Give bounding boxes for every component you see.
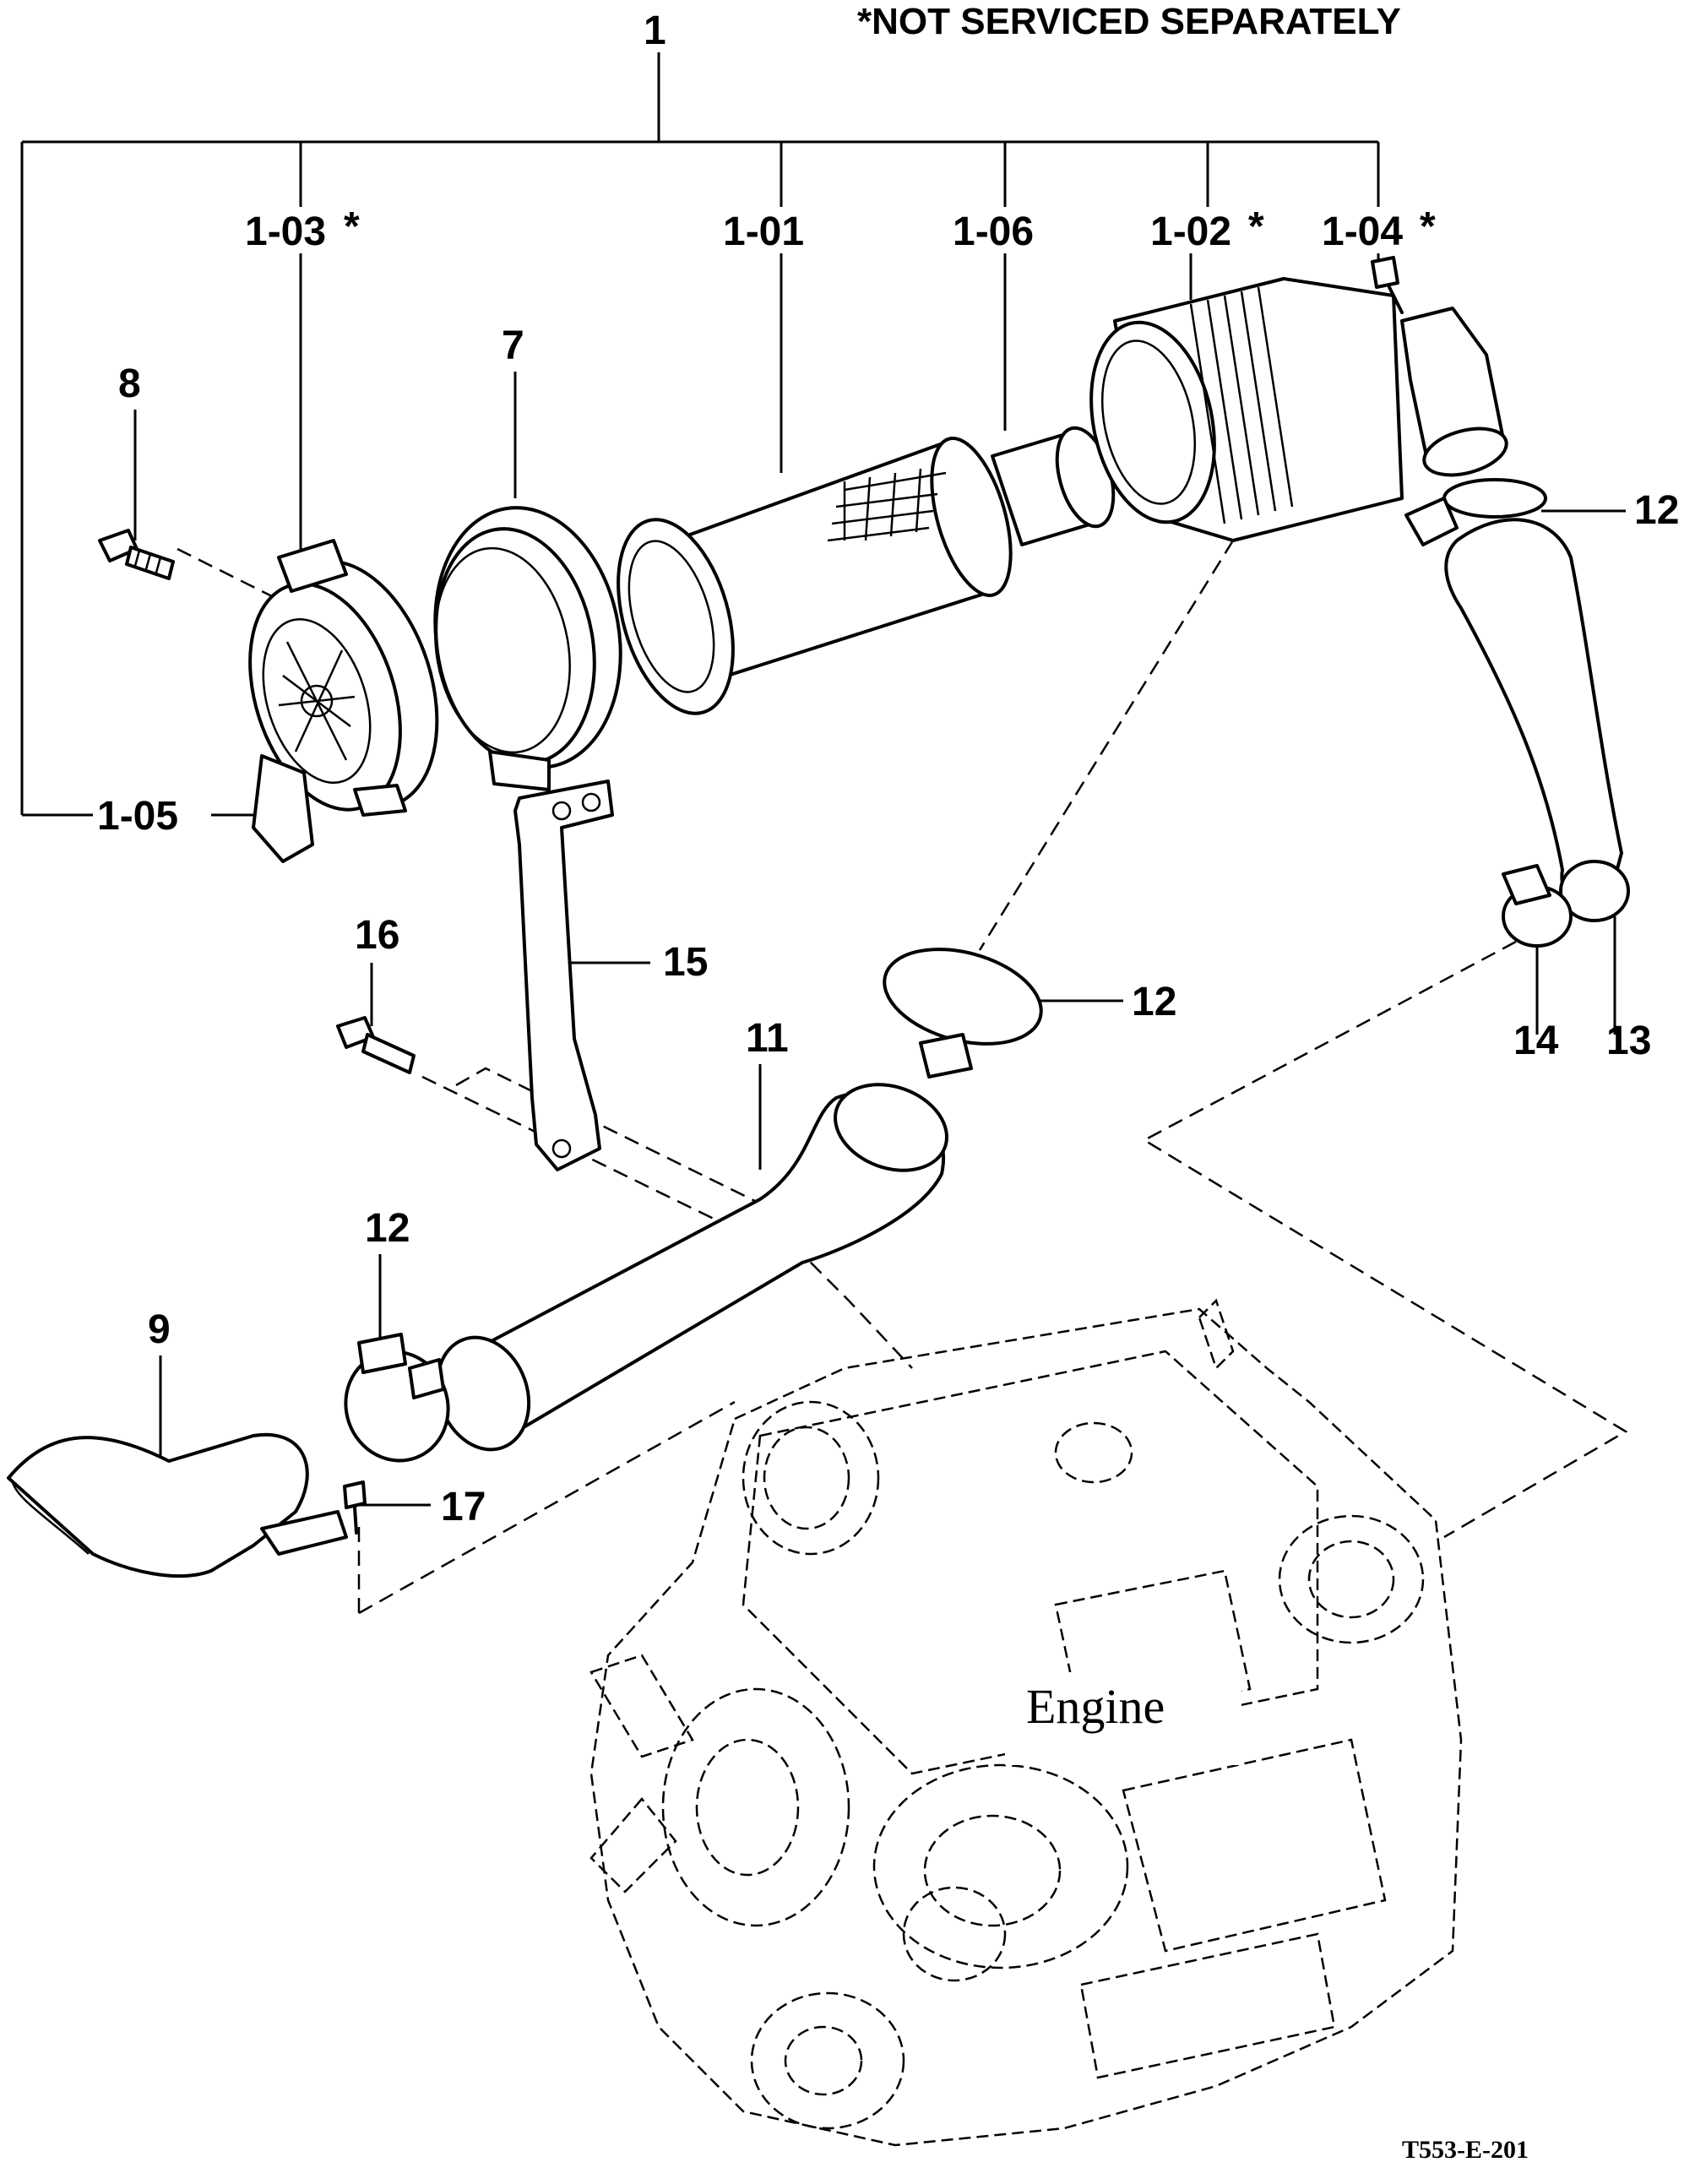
leader-lines [133, 253, 1626, 1507]
callout-1-06: 1-06 [953, 209, 1034, 254]
callout-1-05: 1-05 [97, 794, 178, 839]
end-cover-1-03 [248, 539, 439, 863]
outlet-elbow-1-04 [1400, 307, 1508, 477]
hose-clamp-14 [1502, 864, 1573, 948]
callout-12-lower-left: 12 [365, 1206, 410, 1251]
callout-1: 1 [644, 8, 666, 53]
callout-13: 13 [1606, 1019, 1651, 1063]
star-1-03: * [344, 204, 360, 249]
intake-duct-9 [7, 1432, 348, 1578]
callout-16: 16 [355, 913, 399, 958]
callout-7: 7 [502, 323, 524, 368]
callout-1-02: 1-02 [1150, 209, 1231, 254]
bolt-16 [336, 1016, 416, 1074]
engine-label: Engine [1026, 1679, 1165, 1734]
callout-1-01: 1-01 [723, 209, 804, 254]
hose-clamp-12-middle [883, 948, 1043, 1078]
callout-1-04: 1-04 [1322, 209, 1403, 254]
callout-12-middle: 12 [1132, 980, 1176, 1024]
callout-12-top-right: 12 [1634, 488, 1679, 533]
intake-pipe-11 [435, 1083, 948, 1452]
callout-15: 15 [663, 940, 708, 985]
drawing-code: T553-E-201 [1402, 2136, 1529, 2164]
star-1-04: * [1420, 204, 1436, 249]
band-clamp-7 [433, 506, 622, 791]
hose-13 [1444, 518, 1630, 922]
star-1-02: * [1248, 204, 1264, 249]
assembly-bracket [20, 52, 1380, 817]
hose-clamp-12-top [1404, 478, 1547, 546]
filter-element-1-01 [617, 437, 1013, 715]
callout-17: 17 [441, 1485, 486, 1529]
bolt-17 [343, 1480, 367, 1535]
bolt-1-04 [1371, 256, 1404, 314]
hose-clamp-12-lower [344, 1333, 450, 1463]
callout-1-03: 1-03 [245, 209, 326, 254]
alignment-lines [177, 540, 1628, 1615]
callout-11: 11 [746, 1016, 789, 1061]
bracket-15 [513, 780, 614, 1171]
not-serviced-note: *NOT SERVICED SEPARATELY [857, 1, 1401, 42]
safety-element-1-06 [991, 426, 1116, 546]
engine-phantom: Engine [589, 1298, 1463, 2147]
callout-8: 8 [118, 361, 141, 406]
callout-9: 9 [148, 1307, 171, 1352]
filter-body-1-02 [1089, 277, 1404, 542]
bolt-8 [98, 529, 175, 580]
